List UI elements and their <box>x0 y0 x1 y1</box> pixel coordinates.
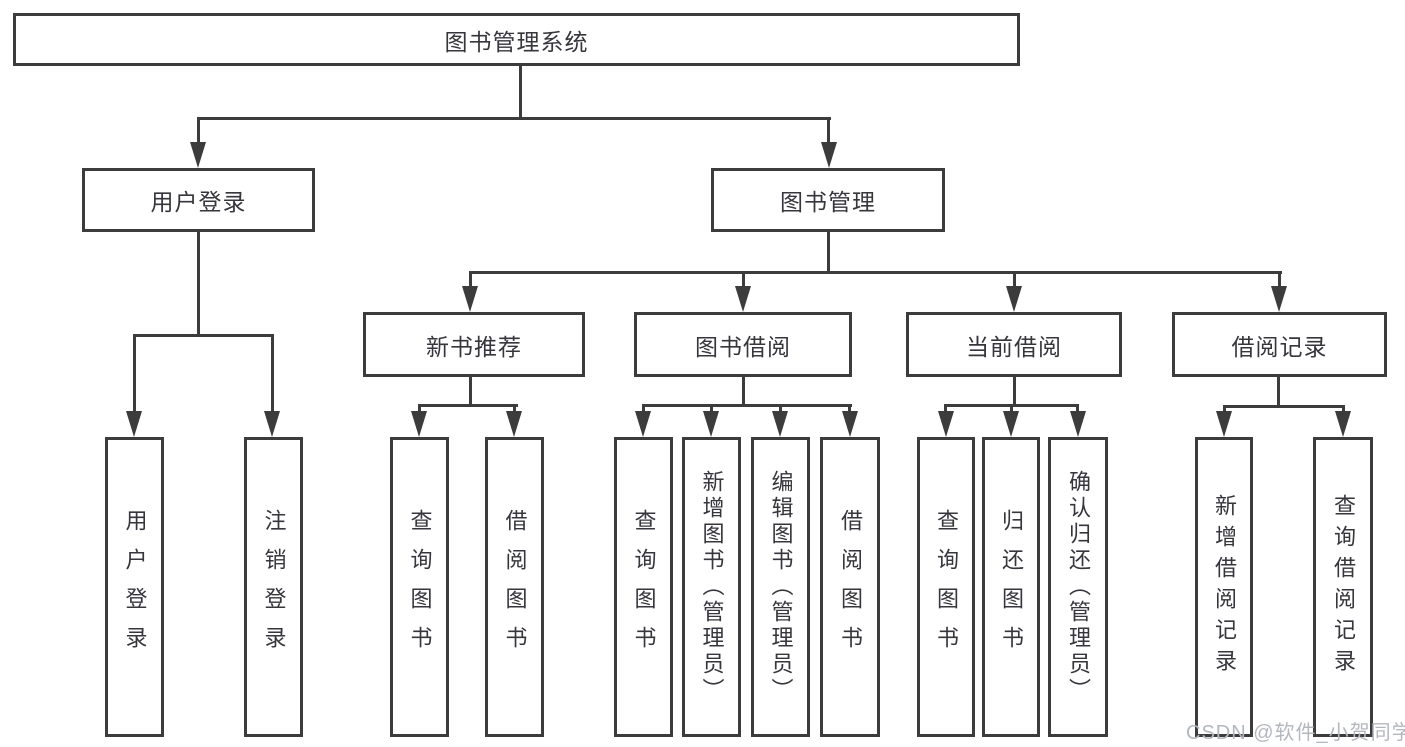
leaf-logout: 注销登录 <box>244 437 303 737</box>
connector-line <box>197 230 200 337</box>
connector-line <box>642 404 645 416</box>
arrowhead-icon <box>1216 411 1232 437</box>
node-label: 借阅图书 <box>502 509 528 665</box>
connector-line <box>1013 375 1016 407</box>
connector-line <box>197 117 831 120</box>
connector-line <box>1277 375 1280 408</box>
node-label: 编辑图书（管理员） <box>768 470 794 704</box>
leaf-user-login: 用户登录 <box>105 437 164 737</box>
leaf-query-books-recommend: 查询图书 <box>390 437 449 737</box>
arrowhead-icon <box>190 142 206 168</box>
arrowhead-icon <box>462 286 478 312</box>
node-label: 当前借阅 <box>966 333 1062 360</box>
connector-line <box>642 404 852 407</box>
arrowhead-icon <box>938 411 954 437</box>
arrowhead-icon <box>1003 411 1019 437</box>
arrowhead-icon <box>735 286 751 312</box>
connector-line <box>944 404 947 416</box>
arrowhead-icon <box>635 411 651 437</box>
node-label: 查询借阅记录 <box>1331 494 1356 680</box>
connector-line <box>133 334 136 414</box>
connector-line <box>271 334 274 414</box>
connector-line <box>513 404 516 416</box>
leaf-confirm-return-admin: 确认归还（管理员） <box>1048 437 1108 737</box>
leaf-return-books: 归还图书 <box>982 437 1040 737</box>
node-label: 新书推荐 <box>426 333 522 360</box>
node-label: 用户登录 <box>150 189 247 215</box>
node-label: 查询图书 <box>407 509 433 665</box>
leaf-borrow-books: 借阅图书 <box>820 437 880 737</box>
node-label: 新增借阅记录 <box>1212 494 1237 680</box>
node-label: 新增图书（管理员） <box>699 470 725 704</box>
connector-line <box>1342 405 1345 416</box>
connector-line <box>418 404 518 407</box>
leaf-query-borrowing-record: 查询借阅记录 <box>1313 437 1373 737</box>
node-library-management-system: 图书管理系统 <box>13 13 1020 66</box>
connector-line <box>1010 404 1013 416</box>
arrowhead-icon <box>264 411 280 437</box>
arrowhead-icon <box>842 411 858 437</box>
node-label: 查询图书 <box>631 509 657 665</box>
node-current-borrowing: 当前借阅 <box>906 312 1122 377</box>
connector-line <box>133 334 274 337</box>
connector-line <box>710 404 713 416</box>
connector-line <box>742 375 745 407</box>
connector-line <box>848 404 851 416</box>
connector-line <box>1223 405 1345 408</box>
node-book-borrowing: 图书借阅 <box>634 312 852 377</box>
connector-line <box>197 117 200 147</box>
csdn-watermark: CSDN @软件_小贺同学 <box>1186 722 1405 744</box>
node-label: 查询图书 <box>934 509 959 665</box>
arrowhead-icon <box>772 411 788 437</box>
node-label: 图书管理系统 <box>444 28 589 55</box>
node-book-management: 图书管理 <box>711 168 945 232</box>
leaf-add-books-admin: 新增图书（管理员） <box>682 437 741 737</box>
arrowhead-icon <box>703 411 719 437</box>
connector-line <box>1076 404 1079 416</box>
connector-line <box>418 404 421 416</box>
arrowhead-icon <box>126 411 142 437</box>
leaf-edit-books-admin: 编辑图书（管理员） <box>751 437 810 737</box>
node-label: 用户登录 <box>122 509 148 665</box>
connector-line <box>779 404 782 416</box>
node-label: 借阅图书 <box>838 509 863 665</box>
node-label: 图书借阅 <box>695 333 791 360</box>
arrowhead-icon <box>1335 411 1351 437</box>
arrowhead-icon <box>1271 286 1287 312</box>
node-label: 确认归还（管理员） <box>1066 470 1091 704</box>
leaf-query-books-borrowing: 查询图书 <box>614 437 673 737</box>
connector-line <box>827 230 830 274</box>
arrowhead-icon <box>1070 411 1086 437</box>
connector-line <box>469 375 472 407</box>
connector-line <box>742 271 745 291</box>
connector-line <box>1013 271 1016 291</box>
arrowhead-icon <box>411 411 427 437</box>
arrowhead-icon <box>1006 286 1022 312</box>
connector-line <box>469 271 1282 274</box>
arrowhead-icon <box>821 142 837 168</box>
connector-line <box>519 64 522 119</box>
node-borrowing-records: 借阅记录 <box>1172 312 1387 377</box>
leaf-query-books-current: 查询图书 <box>917 437 975 737</box>
node-label: 归还图书 <box>999 509 1024 665</box>
connector-line <box>1278 271 1281 291</box>
node-label: 注销登录 <box>261 509 287 665</box>
node-new-book-recommendation: 新书推荐 <box>363 312 585 377</box>
leaf-borrow-books-recommend: 借阅图书 <box>485 437 544 737</box>
node-label: 图书管理 <box>780 189 876 215</box>
node-user-login: 用户登录 <box>82 168 315 232</box>
connector-line <box>469 271 472 291</box>
node-label: 借阅记录 <box>1231 333 1328 360</box>
connector-line <box>827 117 830 147</box>
connector-line <box>1223 405 1226 416</box>
arrowhead-icon <box>506 411 522 437</box>
leaf-add-borrowing-record: 新增借阅记录 <box>1195 437 1253 737</box>
